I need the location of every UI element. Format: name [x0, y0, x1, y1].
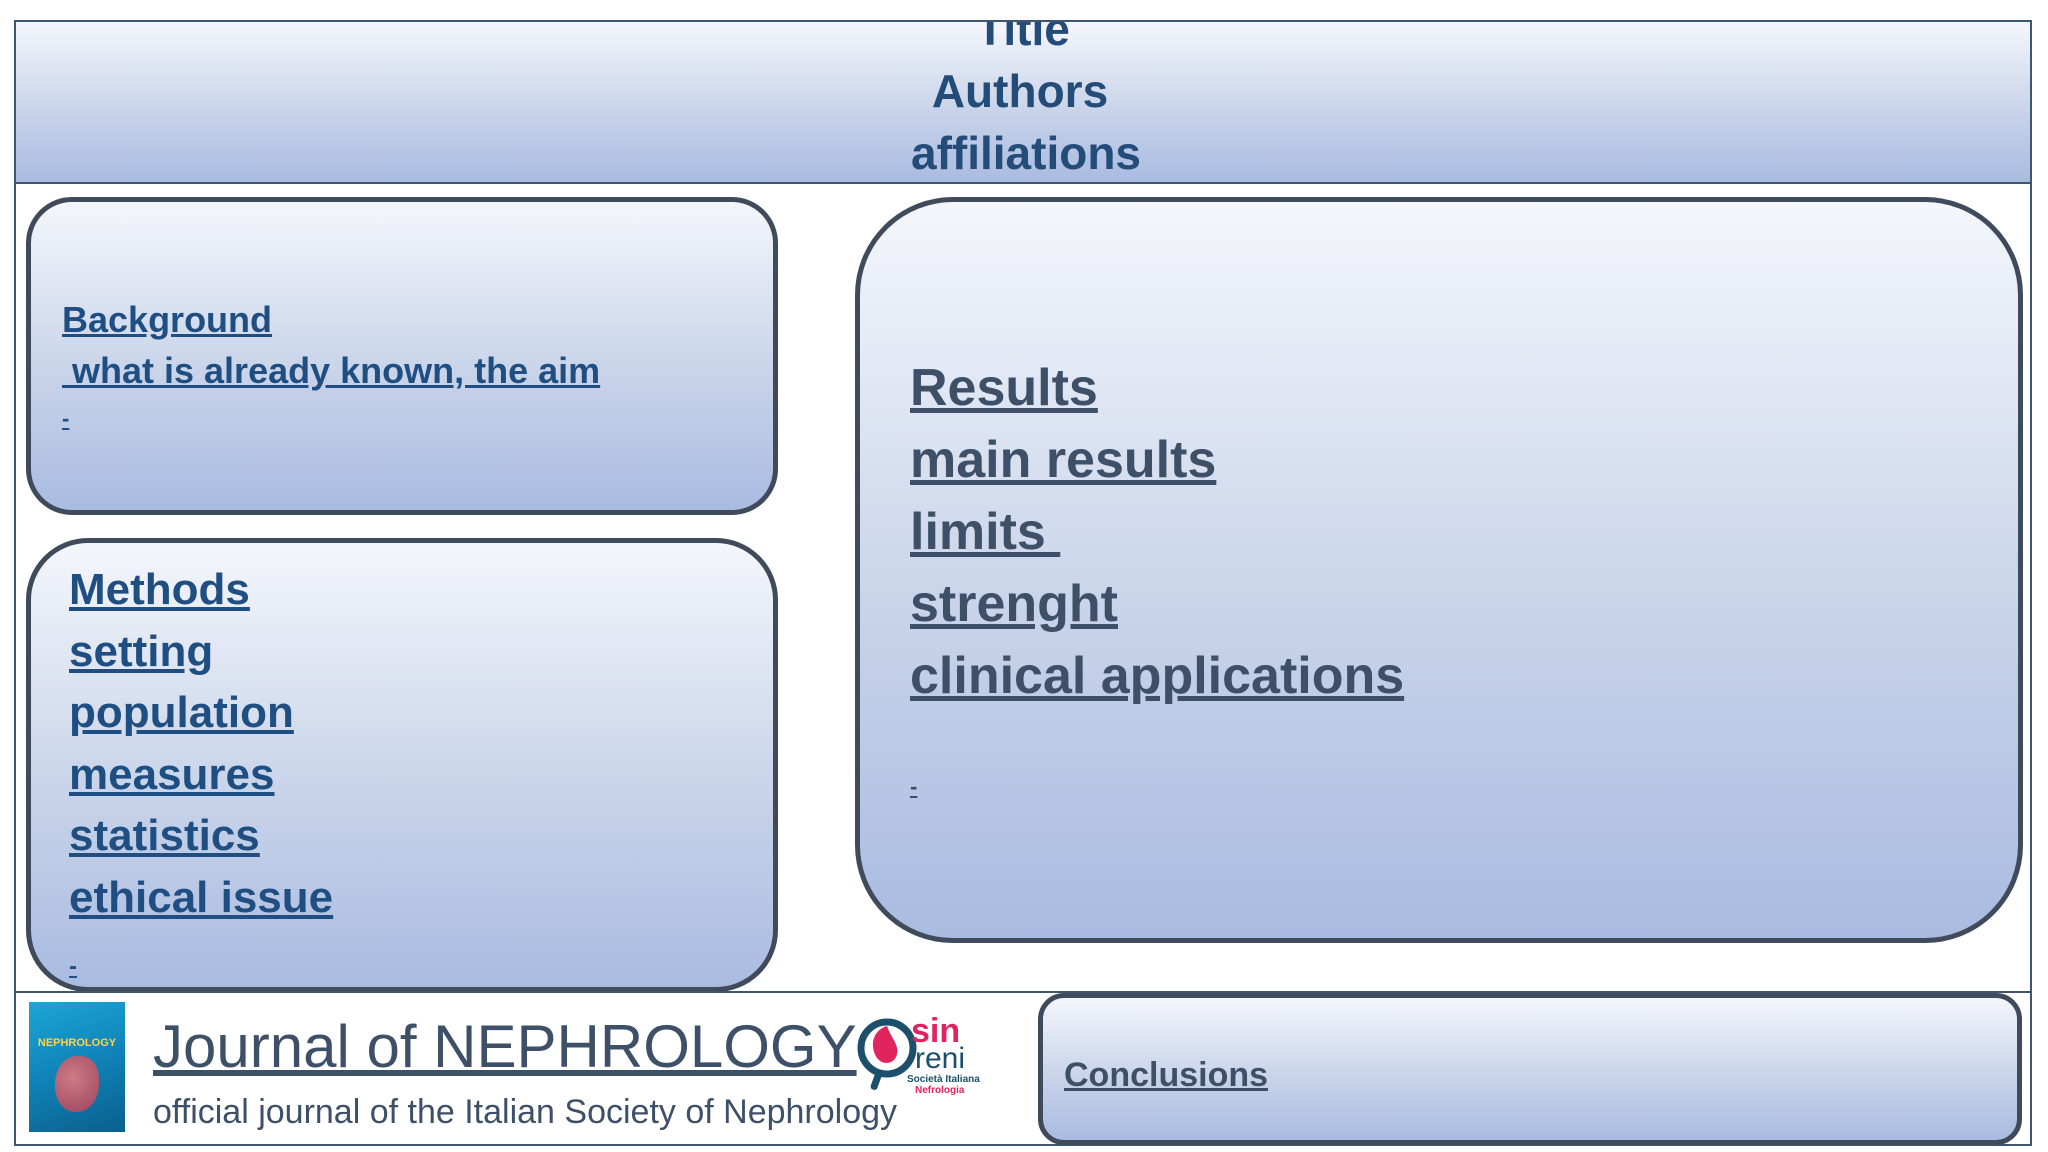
poster-frame: [14, 184, 2032, 1146]
results-item-strenght: strenght: [910, 575, 1118, 633]
poster-title: Title: [976, 20, 1070, 55]
logo-sin-text: sin: [911, 1012, 960, 1050]
kidney-icon: [55, 1056, 99, 1112]
logo-handle: [870, 1070, 883, 1090]
results-list: Results main results limits strenght clinic…: [910, 352, 1404, 712]
journal-cover-title: NEPHROLOGY: [37, 1037, 117, 1049]
methods-heading: Methods: [69, 565, 250, 614]
methods-dash: -: [69, 953, 77, 980]
results-dash: -: [910, 774, 918, 799]
journal-subtitle: official journal of the Italian Society …: [153, 1093, 898, 1131]
background-heading: Background: [62, 299, 273, 340]
methods-panel: Methods setting population measures stat…: [26, 538, 778, 992]
logo-nefrologia-text: Nefrologia: [915, 1085, 965, 1096]
results-panel: Results main results limits strenght clinic…: [855, 197, 2023, 943]
methods-list: Methods setting population measures stat…: [69, 559, 333, 928]
logo-society-text: Società Italiana: [907, 1074, 980, 1085]
poster-authors: Authors: [931, 65, 1109, 117]
conclusions-heading: Conclusions: [1064, 1056, 1269, 1094]
methods-item-setting: setting: [69, 626, 214, 676]
methods-item-population: population: [69, 688, 294, 737]
results-item-main-results: main results: [910, 431, 1217, 489]
results-item-clinical-applications: clinical applications: [910, 647, 1405, 705]
sin-reni-logo: sin reni Società Italiana Nefrologia: [857, 1012, 980, 1096]
journal-name: Journal of NEPHROLOGY: [153, 1013, 857, 1080]
logo-reni-text: reni: [915, 1042, 965, 1075]
methods-item-statistics: statistics: [69, 811, 260, 860]
methods-item-measures: measures: [69, 749, 275, 799]
poster-header: Title Authors affiliations: [14, 20, 2032, 184]
footer-divider: [14, 991, 2032, 993]
background-text: Background what is already known, the ai…: [62, 294, 600, 396]
results-heading: Results: [910, 359, 1098, 417]
background-subtitle: what is already known, the aim: [62, 350, 601, 391]
results-item-limits: limits: [910, 503, 1061, 561]
background-dash: -: [62, 406, 70, 431]
methods-item-ethical-issue: ethical issue: [69, 872, 334, 922]
kidney-logo-icon: [872, 1026, 898, 1063]
background-panel: Background what is already known, the ai…: [26, 197, 778, 515]
journal-cover-image: NEPHROLOGY: [29, 1002, 125, 1132]
conclusions-panel: Conclusions: [1038, 993, 2022, 1145]
logo-ring: [857, 1018, 917, 1078]
poster-affiliations: affiliations: [910, 127, 1142, 179]
